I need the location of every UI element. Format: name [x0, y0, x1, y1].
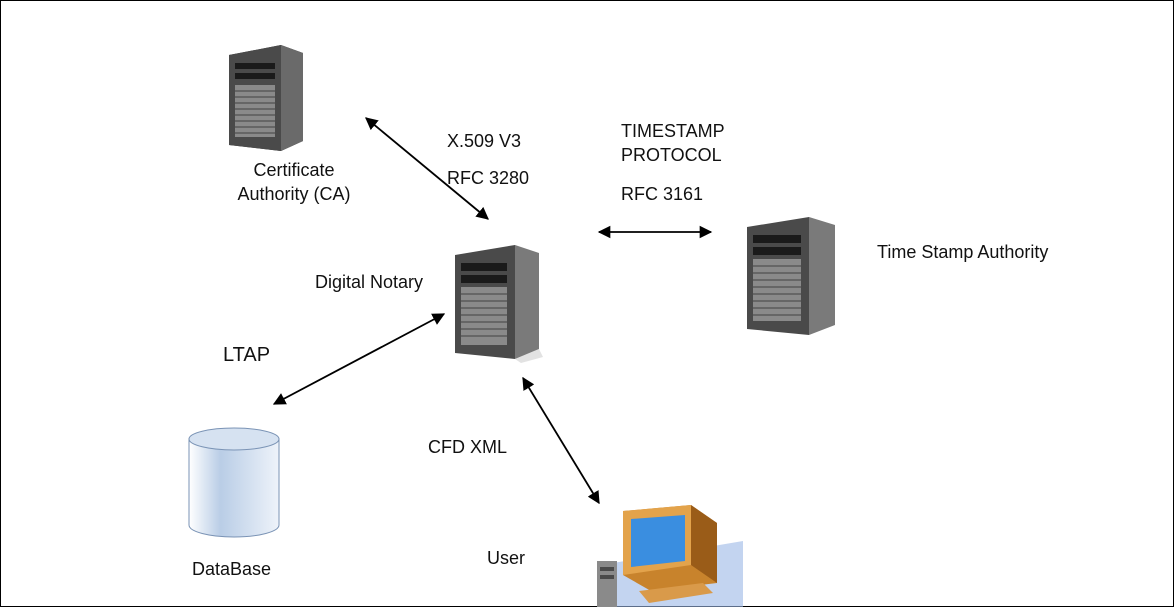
x509-label: X.509 V3 — [447, 131, 522, 151]
ca-label-line2: Authority (CA) — [237, 184, 351, 204]
ca-label-line1: Certificate — [253, 160, 335, 180]
server-icon — [747, 217, 835, 335]
database-label: DataBase — [192, 559, 272, 579]
cfd-xml-label: CFD XML — [428, 437, 508, 457]
timestamp-label-line2: PROTOCOL — [621, 145, 722, 165]
desktop-computer-icon — [597, 505, 743, 607]
tsa-label: Time Stamp Authority — [877, 242, 1049, 262]
arrow-notary-database — [272, 313, 446, 405]
server-icon — [229, 45, 303, 151]
rfc3161-label: RFC 3161 — [621, 184, 704, 204]
rfc3280-label: RFC 3280 — [447, 168, 530, 188]
server-icon — [455, 245, 543, 363]
notary-label: Digital Notary — [315, 272, 424, 292]
timestamp-protocol-label: TIMESTAMP PROTOCOL — [621, 119, 725, 167]
timestamp-label-line1: TIMESTAMP — [621, 121, 725, 141]
ltap-label: LTAP — [223, 344, 271, 366]
arrow-ca-notary — [365, 117, 489, 220]
user-label: User — [487, 548, 526, 568]
database-icon — [188, 427, 280, 538]
ca-label: Certificate Authority (CA) — [219, 158, 369, 206]
arrow-notary-user — [522, 376, 600, 505]
